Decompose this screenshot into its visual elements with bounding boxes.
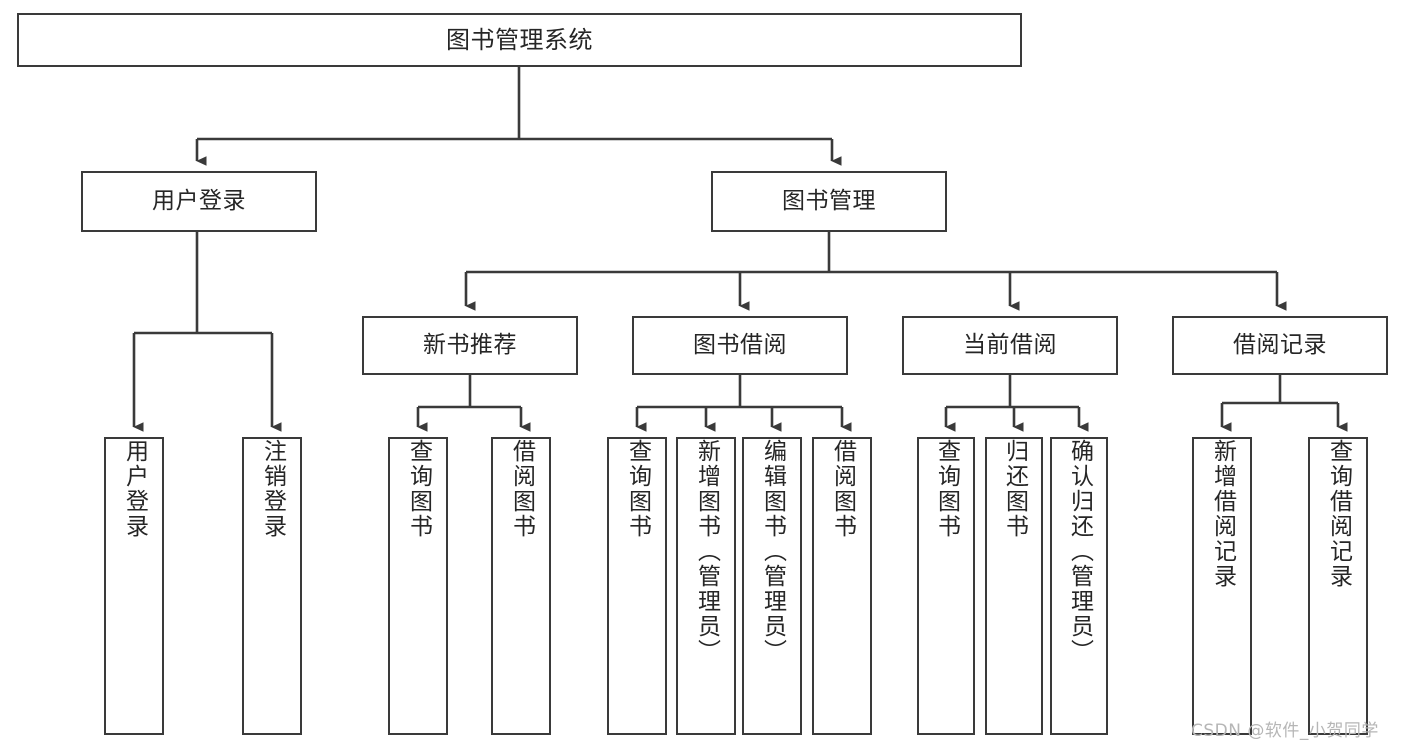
leaf-current-return-book[interactable]: 归还图书 [985,437,1043,735]
node-label: 图书管理系统 [446,25,593,54]
node-book-borrowing[interactable]: 图书借阅 [632,316,848,375]
leaf-record-query-record[interactable]: 查询借阅记录 [1308,437,1368,735]
node-label: 借阅图书 [508,439,535,539]
leaf-current-query-book[interactable]: 查询图书 [917,437,975,735]
node-borrowing-record[interactable]: 借阅记录 [1172,316,1388,375]
node-label: 新书推荐 [423,331,517,358]
leaf-user-login-login[interactable]: 用户登录 [104,437,164,735]
node-new-book-recommendation[interactable]: 新书推荐 [362,316,578,375]
node-label: 查询图书 [933,439,960,539]
node-root-book-management-system[interactable]: 图书管理系统 [17,13,1022,67]
node-label: 新增借阅记录 [1209,439,1236,589]
node-label: 图书管理 [782,187,876,214]
node-label: 借阅记录 [1233,331,1327,358]
node-label: 编辑图书（管理员） [759,439,786,664]
leaf-current-confirm-return-admin[interactable]: 确认归还（管理员） [1050,437,1108,735]
node-label: 当前借阅 [963,331,1057,358]
leaf-borrow-borrow-book[interactable]: 借阅图书 [812,437,872,735]
node-label: 查询借阅记录 [1325,439,1352,589]
node-label: 借阅图书 [829,439,856,539]
node-label: 确认归还（管理员） [1066,439,1093,664]
csdn-watermark: CSDN @软件_小贺同学 [1191,721,1379,741]
node-label: 图书借阅 [693,331,787,358]
node-label: 用户登录 [152,187,246,214]
node-label: 查询图书 [624,439,651,539]
leaf-user-login-logout[interactable]: 注销登录 [242,437,302,735]
node-user-login[interactable]: 用户登录 [81,171,317,232]
node-label: 用户登录 [121,439,148,539]
leaf-borrow-query-book[interactable]: 查询图书 [607,437,667,735]
leaf-new-book-query-book[interactable]: 查询图书 [388,437,448,735]
node-label: 注销登录 [259,439,286,539]
node-book-management[interactable]: 图书管理 [711,171,947,232]
node-label: 新增图书（管理员） [693,439,720,664]
leaf-new-book-borrow-book[interactable]: 借阅图书 [491,437,551,735]
leaf-record-add-record[interactable]: 新增借阅记录 [1192,437,1252,735]
node-label: 归还图书 [1001,439,1028,539]
node-label: 查询图书 [405,439,432,539]
node-current-borrowing[interactable]: 当前借阅 [902,316,1118,375]
leaf-borrow-edit-book-admin[interactable]: 编辑图书（管理员） [742,437,802,735]
leaf-borrow-add-book-admin[interactable]: 新增图书（管理员） [676,437,736,735]
